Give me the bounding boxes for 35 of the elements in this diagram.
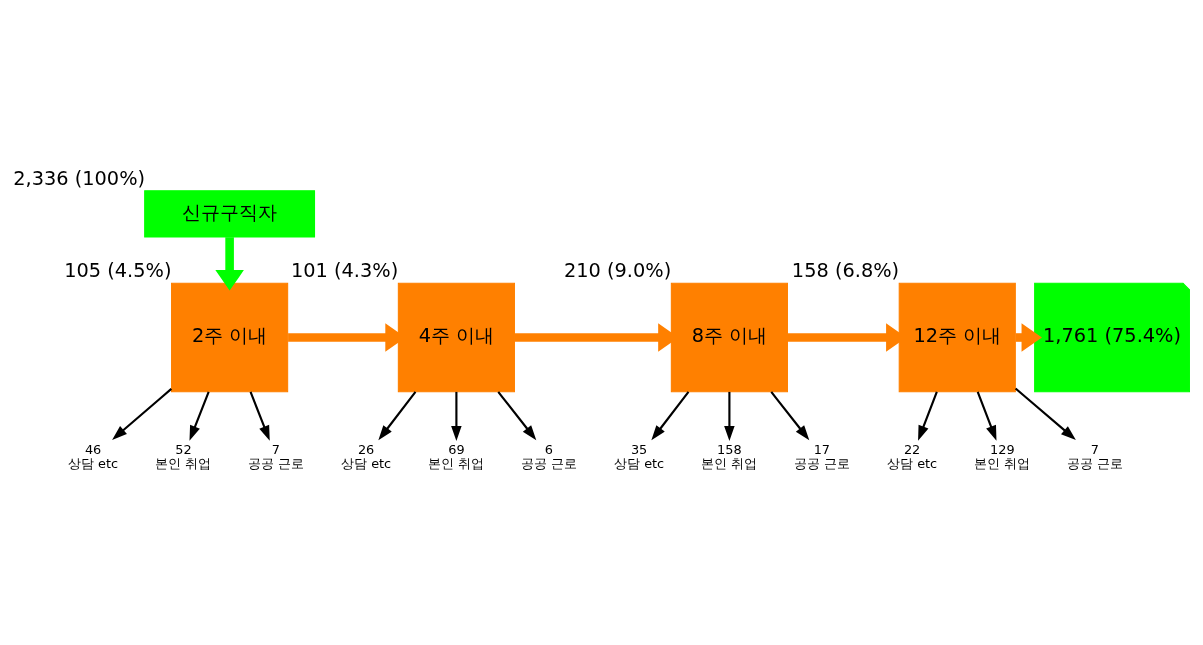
node-box: 12주 이내 — [898, 282, 1016, 392]
node-text: 6 공공 근로 — [520, 441, 577, 471]
node-box: 4주 이내 — [397, 282, 515, 392]
node-text: 7 공공 근로 — [247, 441, 304, 471]
arrow — [378, 390, 417, 440]
arrow — [215, 236, 244, 290]
node-text: 129 본인 취업 — [974, 441, 1031, 471]
node-text: 17 공공 근로 — [793, 441, 850, 471]
node-text: 22 상담 etc — [887, 441, 938, 471]
arrow — [497, 390, 537, 440]
node-box: 2주 이내 — [171, 282, 289, 392]
arrow — [112, 387, 173, 440]
node-text: 52 본인 취업 — [155, 441, 212, 471]
arrow — [918, 391, 938, 441]
arrow — [724, 391, 735, 441]
node-text: 158 본인 취업 — [701, 441, 758, 471]
node-text: 26 상담 etc — [341, 441, 392, 471]
node-label: 158 (6.8%) — [791, 258, 900, 282]
node-text: 46 상담 etc — [68, 441, 119, 471]
arrow — [976, 391, 997, 441]
node-box: 8주 이내 — [670, 282, 788, 392]
arrow — [451, 391, 462, 441]
arrow — [249, 391, 270, 441]
node-text: 69 본인 취업 — [428, 441, 485, 471]
node-box: 신규구직자 — [144, 189, 316, 238]
arrow — [1014, 387, 1076, 440]
node-label: 105 (4.5%) — [64, 258, 172, 282]
node-text: 7 공공 근로 — [1066, 441, 1123, 471]
arrow — [189, 391, 210, 441]
node-text: 35 상담 etc — [614, 441, 665, 471]
node-label: 210 (9.0%) — [564, 258, 672, 282]
arrow — [651, 390, 690, 440]
node-label: 2,336 (100%) — [13, 166, 146, 190]
node-label: 101 (4.3%) — [291, 258, 399, 282]
arrow — [770, 390, 810, 440]
